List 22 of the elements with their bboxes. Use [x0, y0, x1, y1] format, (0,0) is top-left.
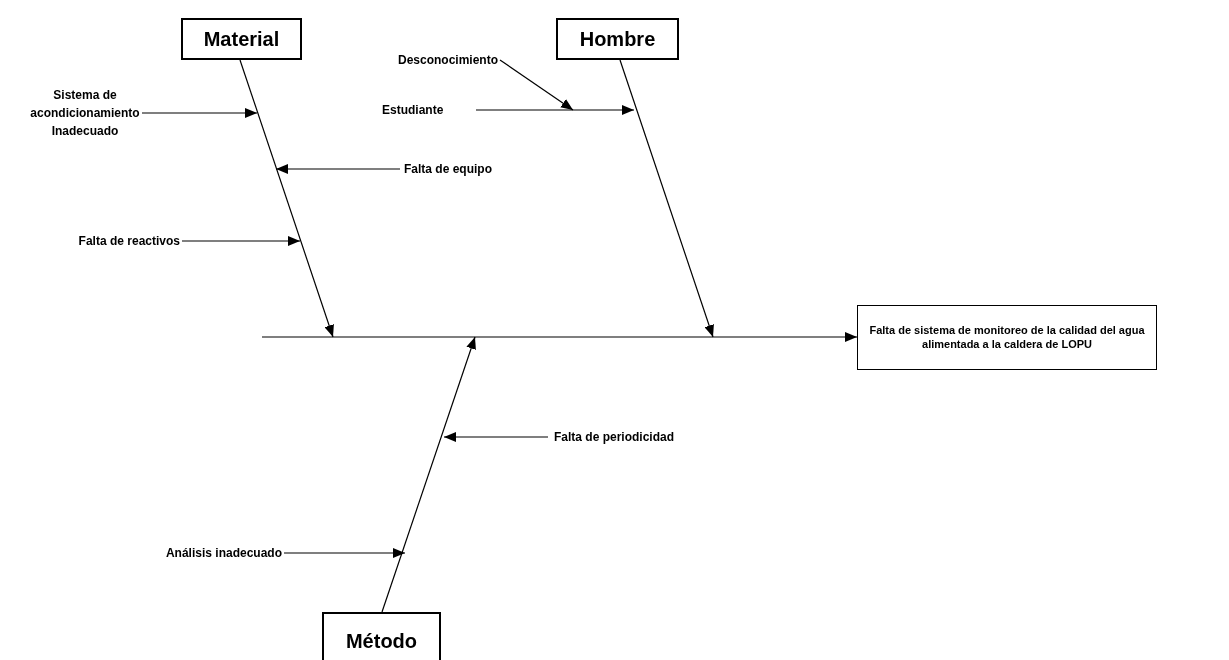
cause-label: Análisis inadecuado	[120, 544, 282, 562]
arrow	[283, 548, 406, 558]
arrow	[141, 108, 258, 118]
category-box: Hombre	[556, 18, 679, 60]
arrow	[443, 432, 549, 442]
arrow	[499, 59, 574, 111]
cause-label: Falta de reactivos	[40, 232, 180, 250]
arrow	[239, 59, 334, 338]
arrow	[261, 332, 858, 342]
category-box: Material	[181, 18, 302, 60]
cause-label: Sistema de acondicionamiento Inadecuado	[28, 76, 142, 150]
arrow	[181, 236, 301, 246]
arrow	[275, 164, 401, 174]
arrow	[475, 105, 635, 115]
cause-label: Estudiante	[382, 101, 472, 119]
cause-label: Falta de periodicidad	[554, 428, 714, 446]
arrow	[619, 59, 714, 338]
cause-label: Desconocimiento	[370, 51, 498, 69]
category-box: Método	[322, 612, 441, 660]
effect-box: Falta de sistema de monitoreo de la calidad del agua alimentada a la caldera de LOPU	[857, 305, 1157, 370]
arrow	[381, 336, 476, 613]
cause-label: Falta de equipo	[404, 160, 524, 178]
